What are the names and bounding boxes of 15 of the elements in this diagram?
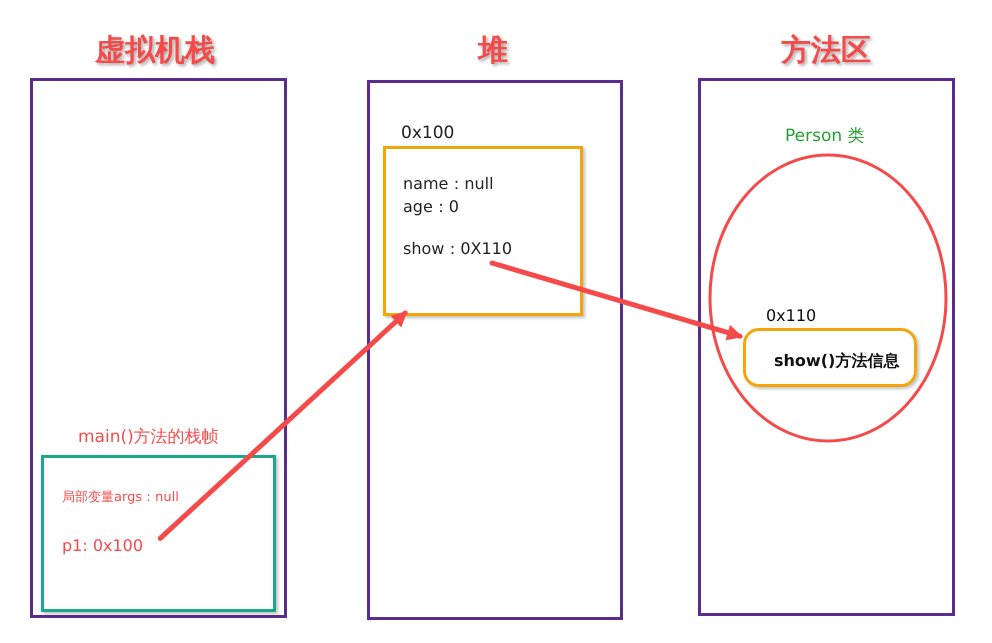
- field-text: name：null: [403, 174, 494, 194]
- arrow: [490, 260, 744, 340]
- variable-text: p1: 0x100: [62, 536, 143, 556]
- panel-title: 虚拟机栈: [95, 33, 215, 69]
- field-text: age：0: [403, 197, 459, 216]
- variable-text: 局部变量args：null: [62, 490, 179, 506]
- address-label: 0x110: [766, 306, 816, 326]
- arrow: [158, 310, 408, 541]
- address-label: 0x100: [401, 123, 454, 144]
- panel-title: 堆: [478, 33, 508, 69]
- frame-title: main()方法的栈帧: [78, 427, 219, 448]
- panel-title: 方法区: [781, 33, 871, 69]
- field-text: show：0X110: [403, 239, 512, 258]
- class-label: Person 类: [785, 126, 865, 146]
- method-text: show()方法信息: [774, 351, 900, 370]
